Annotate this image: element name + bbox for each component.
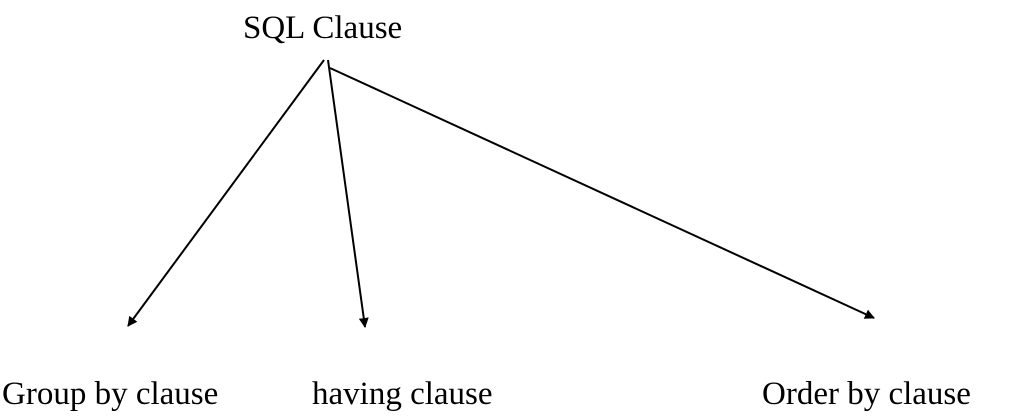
- having-clause-label: having clause: [312, 376, 493, 412]
- edge-to-order-by: [329, 67, 875, 319]
- edge-to-having: [327, 59, 369, 328]
- order-by-clause-label: Order by clause: [762, 376, 971, 412]
- root-node-label: SQL Clause: [243, 10, 403, 46]
- edge-to-group-by: [127, 59, 325, 327]
- group-by-clause-label: Group by clause: [2, 376, 219, 412]
